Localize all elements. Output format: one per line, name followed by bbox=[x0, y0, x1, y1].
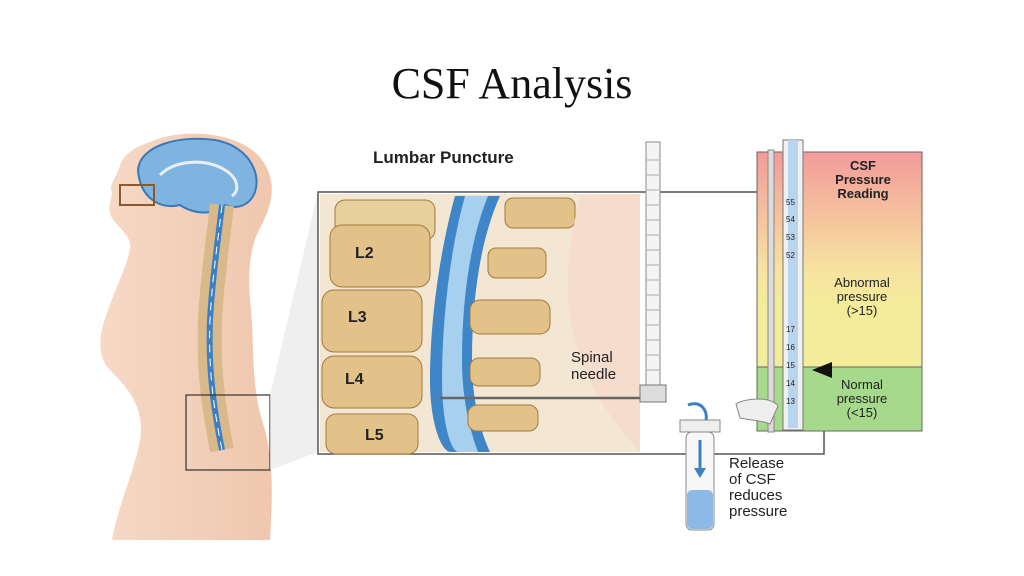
svg-text:pressure: pressure bbox=[837, 391, 888, 406]
svg-text:of CSF: of CSF bbox=[729, 471, 776, 488]
csf-collection-tube bbox=[679, 402, 721, 531]
vertebral-bodies bbox=[321, 199, 436, 455]
needle-label: Spinal needle bbox=[571, 349, 616, 383]
svg-text:13: 13 bbox=[786, 397, 795, 406]
vertebra-l3 bbox=[321, 289, 423, 353]
label-l2: L2 bbox=[355, 245, 374, 262]
svg-text:Abnormal: Abnormal bbox=[834, 275, 890, 290]
svg-text:pressure: pressure bbox=[837, 289, 888, 304]
vertebra-l2 bbox=[329, 224, 431, 288]
skin-layer bbox=[567, 194, 640, 452]
spinous-processes bbox=[467, 197, 576, 432]
manometer-tube bbox=[639, 141, 667, 403]
svg-text:Pressure: Pressure bbox=[835, 172, 891, 187]
vertebra-l4 bbox=[321, 355, 423, 409]
svg-text:Spinal: Spinal bbox=[571, 349, 613, 366]
svg-text:Reading: Reading bbox=[837, 186, 888, 201]
svg-text:14: 14 bbox=[786, 379, 795, 388]
svg-text:needle: needle bbox=[571, 366, 616, 383]
release-label: Release of CSF reduces pressure bbox=[729, 455, 787, 520]
zoom-connector bbox=[270, 192, 318, 470]
normal-pressure-label: Normal pressure (<15) bbox=[837, 377, 888, 420]
svg-text:(<15): (<15) bbox=[847, 405, 878, 420]
svg-text:53: 53 bbox=[786, 233, 795, 242]
tube-outlet bbox=[735, 398, 779, 425]
svg-text:Release: Release bbox=[729, 455, 784, 472]
svg-text:reduces: reduces bbox=[729, 487, 782, 504]
svg-text:CSF: CSF bbox=[850, 158, 876, 173]
diagram-heading: Lumbar Puncture bbox=[373, 148, 514, 167]
svg-text:(>15): (>15) bbox=[847, 303, 878, 318]
svg-text:Normal: Normal bbox=[841, 377, 883, 392]
svg-text:15: 15 bbox=[786, 361, 795, 370]
pressure-pointer bbox=[812, 362, 832, 378]
spinal-column bbox=[197, 203, 234, 453]
label-l4: L4 bbox=[345, 371, 364, 388]
svg-text:17: 17 bbox=[786, 325, 795, 334]
slide-title: CSF Analysis bbox=[391, 59, 633, 108]
gauge-title: CSF Pressure Reading bbox=[835, 158, 891, 201]
svg-text:54: 54 bbox=[786, 215, 795, 224]
svg-text:55: 55 bbox=[786, 198, 795, 207]
label-l3: L3 bbox=[348, 309, 367, 326]
svg-text:16: 16 bbox=[786, 343, 795, 352]
abnormal-pressure-label: Abnormal pressure (>15) bbox=[834, 275, 890, 318]
pressure-gauge bbox=[735, 139, 923, 433]
label-l5: L5 bbox=[365, 427, 384, 444]
gauge-scale-upper: 55 54 53 52 bbox=[786, 198, 795, 260]
gauge-scale-lower: 17 16 15 14 13 bbox=[786, 325, 795, 406]
eye-marker bbox=[119, 184, 155, 206]
svg-text:pressure: pressure bbox=[729, 503, 787, 520]
brain-illustration bbox=[119, 137, 258, 214]
vertebra-l5 bbox=[325, 413, 419, 455]
svg-text:52: 52 bbox=[786, 251, 795, 260]
